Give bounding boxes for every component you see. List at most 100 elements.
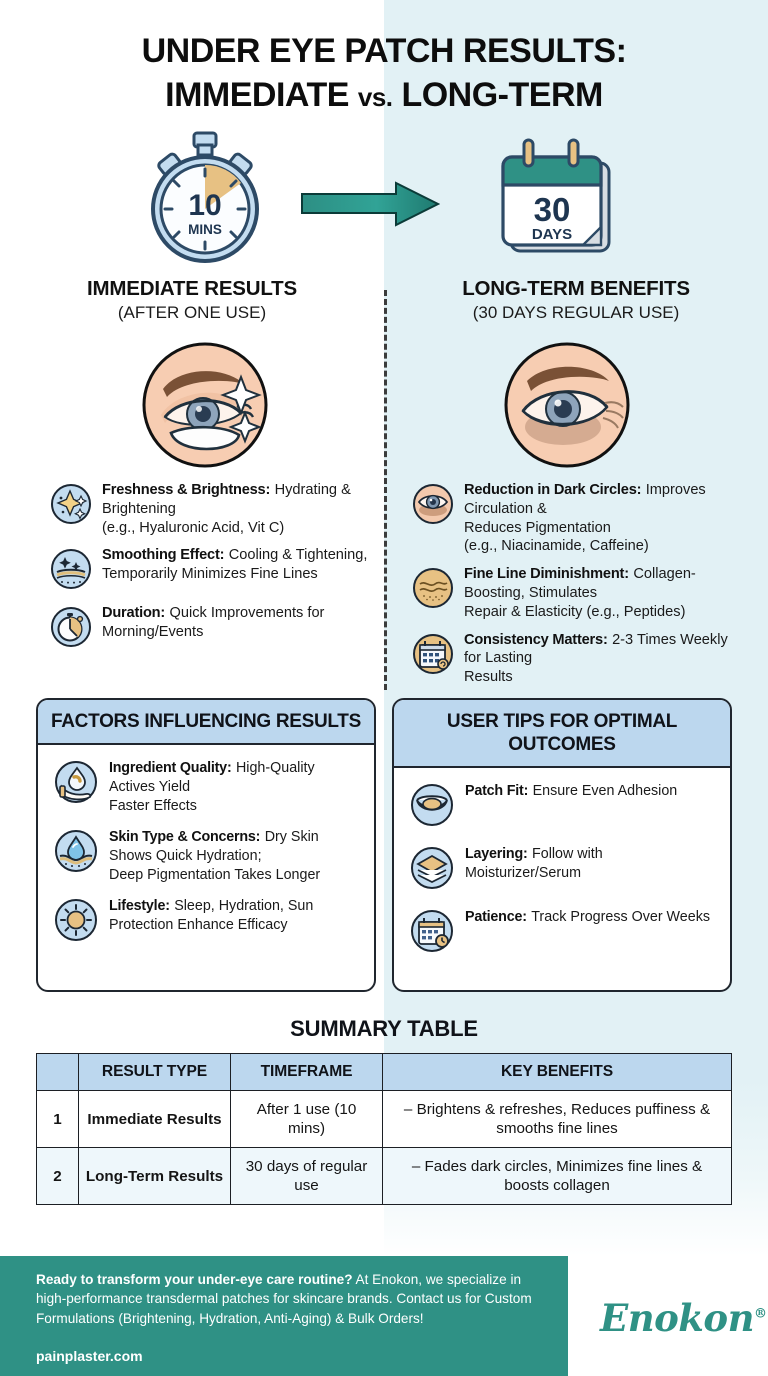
eye-illustrations: [0, 341, 768, 473]
row-timeframe: After 1 use (10 mins): [230, 1090, 383, 1149]
calendar-clock-icon: [410, 909, 454, 958]
bullet-lists: Freshness & Brightness: Hydrating & Brig…: [0, 481, 768, 696]
list-item-body: High-Quality Actives Yield Faster Effect…: [109, 760, 315, 814]
list-item-title: Smoothing Effect:: [102, 547, 225, 564]
brand-name: Enokon: [600, 1296, 755, 1340]
list-item-body: Hydrating & Brightening (e.g., Hyaluroni…: [102, 482, 351, 536]
footer-body: At Enokon, we specialize in high-perform…: [36, 1272, 532, 1326]
list-item-body: Improves Circulation & Reduces Pigmentat…: [464, 482, 706, 555]
list-item-title: Reduction in Dark Circles:: [464, 482, 642, 499]
longterm-benefits-heading: LONG-TERM BENEFITS: [462, 277, 690, 301]
row-type: Long-Term Results: [78, 1147, 231, 1206]
table-header-benefits: KEY BENEFITS: [382, 1053, 732, 1092]
eye-with-patch-illustration: [141, 341, 269, 474]
row-index: 2: [36, 1147, 79, 1206]
list-item-body: 2-3 Times Weekly for Lasting Results: [464, 631, 728, 686]
list-item: Reduction in Dark Circles: Improves Circ…: [412, 481, 748, 556]
calendar-unit: DAYS: [532, 226, 572, 243]
list-item-body: Follow with Moisturizer/Serum: [465, 846, 603, 882]
list-item: Consistency Matters: 2-3 Times Weekly fo…: [412, 631, 748, 687]
column-heading-right: LONG-TERM BENEFITS (30 DAYS REGULAR USE): [384, 277, 768, 323]
top-icon-row: 10 MINS: [0, 131, 768, 271]
column-divider: [384, 290, 387, 690]
layers-icon: [410, 846, 454, 895]
list-item-body: Sleep, Hydration, Sun Protection Enhance…: [109, 898, 314, 934]
summary-table-wrapper: RESULT TYPE TIMEFRAME KEY BENEFITS 1 Imm…: [36, 1053, 732, 1206]
user-tips-panel-heading: USER TIPS FOR OPTIMAL OUTCOMES: [394, 700, 730, 769]
list-item-title: Duration:: [102, 605, 166, 622]
row-benefits: – Brightens & refreshes, Reduces puffine…: [382, 1090, 732, 1149]
eye-dark-circle-icon: [412, 483, 454, 530]
immediate-results-heading: IMMEDIATE RESULTS: [87, 277, 297, 301]
list-item-body: Cooling & Tightening, Temporarily Minimi…: [102, 547, 368, 583]
footer: Ready to transform your under-eye care r…: [0, 1256, 768, 1376]
user-tips-panel: USER TIPS FOR OPTIMAL OUTCOMES: [392, 698, 732, 993]
list-item-title: Patience:: [465, 909, 527, 926]
footer-website-link[interactable]: painplaster.com: [36, 1348, 143, 1364]
list-item: Smoothing Effect: Cooling & Tightening, …: [50, 546, 380, 595]
longterm-benefits-list: Reduction in Dark Circles: Improves Circ…: [412, 481, 748, 696]
factors-influencing-panel: FACTORS INFLUENCING RESULTS: [36, 698, 376, 993]
title-line-1: UNDER EYE PATCH RESULTS:: [141, 32, 627, 70]
table-row: 1 Immediate Results After 1 use (10 mins…: [36, 1090, 732, 1149]
summary-table: RESULT TYPE TIMEFRAME KEY BENEFITS 1 Imm…: [36, 1053, 732, 1206]
registered-mark: ®: [754, 1306, 767, 1322]
arrow-right-icon: [300, 181, 441, 232]
row-benefits: – Fades dark circles, Minimizes fine lin…: [382, 1147, 732, 1206]
list-item: Patience: Track Progress Over Weeks: [410, 908, 716, 958]
sun-icon: [54, 898, 98, 947]
column-headings: IMMEDIATE RESULTS (AFTER ONE USE) LONG-T…: [0, 277, 768, 339]
table-header-row: RESULT TYPE TIMEFRAME KEY BENEFITS: [36, 1053, 732, 1092]
water-drop-skin-icon: [54, 829, 98, 878]
title-longterm: LONG-TERM: [392, 75, 603, 114]
list-item-title: Ingredient Quality:: [109, 760, 232, 777]
title-immediate: IMMEDIATE: [165, 75, 358, 114]
hand-drop-icon: [54, 760, 98, 809]
list-item: Fine Line Diminishment: Collagen-Boostin…: [412, 565, 748, 621]
list-item-title: Patch Fit:: [465, 783, 529, 800]
eye-dark-circle-illustration: [503, 341, 631, 474]
info-panels: FACTORS INFLUENCING RESULTS: [0, 698, 768, 998]
immediate-results-subheading: (AFTER ONE USE): [117, 303, 267, 323]
stopwatch-unit: MINS: [188, 222, 222, 237]
list-item-body: Quick Improvements for Morning/Events: [102, 605, 325, 641]
calendar-icon: [412, 633, 454, 680]
eye-patch-icon: [410, 783, 454, 832]
calendar-graphic: 30 DAYS: [497, 135, 617, 265]
factors-panel-heading: FACTORS INFLUENCING RESULTS: [38, 700, 374, 746]
sparkle-icon: [50, 483, 92, 530]
list-item-body: Dry Skin Shows Quick Hydration; Deep Pig…: [109, 829, 321, 883]
calendar-value: 30: [534, 191, 571, 228]
title-line-2: IMMEDIATE vs. LONG-TERM: [0, 74, 768, 118]
immediate-results-list: Freshness & Brightness: Hydrating & Brig…: [50, 481, 380, 662]
list-item-title: Lifestyle:: [109, 898, 170, 915]
list-item-body: Collagen-Boosting, Stimulates Repair & E…: [464, 566, 696, 620]
table-header-index: [36, 1053, 79, 1092]
row-timeframe: 30 days of regular use: [230, 1147, 383, 1206]
row-type: Immediate Results: [78, 1090, 231, 1149]
row-index: 1: [36, 1090, 79, 1149]
list-item: Freshness & Brightness: Hydrating & Brig…: [50, 481, 380, 537]
list-item: Skin Type & Concerns: Dry Skin Shows Qui…: [54, 828, 360, 884]
table-header-result: RESULT TYPE: [78, 1053, 231, 1092]
stopwatch-value: 10: [188, 189, 221, 222]
enokon-logo: Enokon®: [600, 1296, 767, 1340]
stopwatch-icon: [50, 606, 92, 653]
fine-lines-icon: [412, 567, 454, 614]
column-heading-left: IMMEDIATE RESULTS (AFTER ONE USE): [0, 277, 384, 323]
list-item-title: Consistency Matters:: [464, 631, 608, 648]
table-header-timeframe: TIMEFRAME: [230, 1053, 383, 1092]
list-item: Ingredient Quality: High-Quality Actives…: [54, 759, 360, 815]
list-item: Lifestyle: Sleep, Hydration, Sun Protect…: [54, 897, 360, 947]
title-vs: vs.: [357, 81, 393, 112]
footer-copy: Ready to transform your under-eye care r…: [36, 1270, 548, 1328]
footer-lead: Ready to transform your under-eye care r…: [36, 1272, 353, 1287]
list-item-title: Layering:: [465, 846, 528, 863]
stopwatch-graphic: 10 MINS: [140, 131, 270, 271]
skin-smoothing-icon: [50, 548, 92, 595]
table-row: 2 Long-Term Results 30 days of regular u…: [36, 1147, 732, 1206]
list-item-body: Ensure Even Adhesion: [532, 783, 678, 800]
list-item-title: Skin Type & Concerns:: [109, 829, 261, 846]
list-item-title: Freshness & Brightness:: [102, 482, 271, 499]
